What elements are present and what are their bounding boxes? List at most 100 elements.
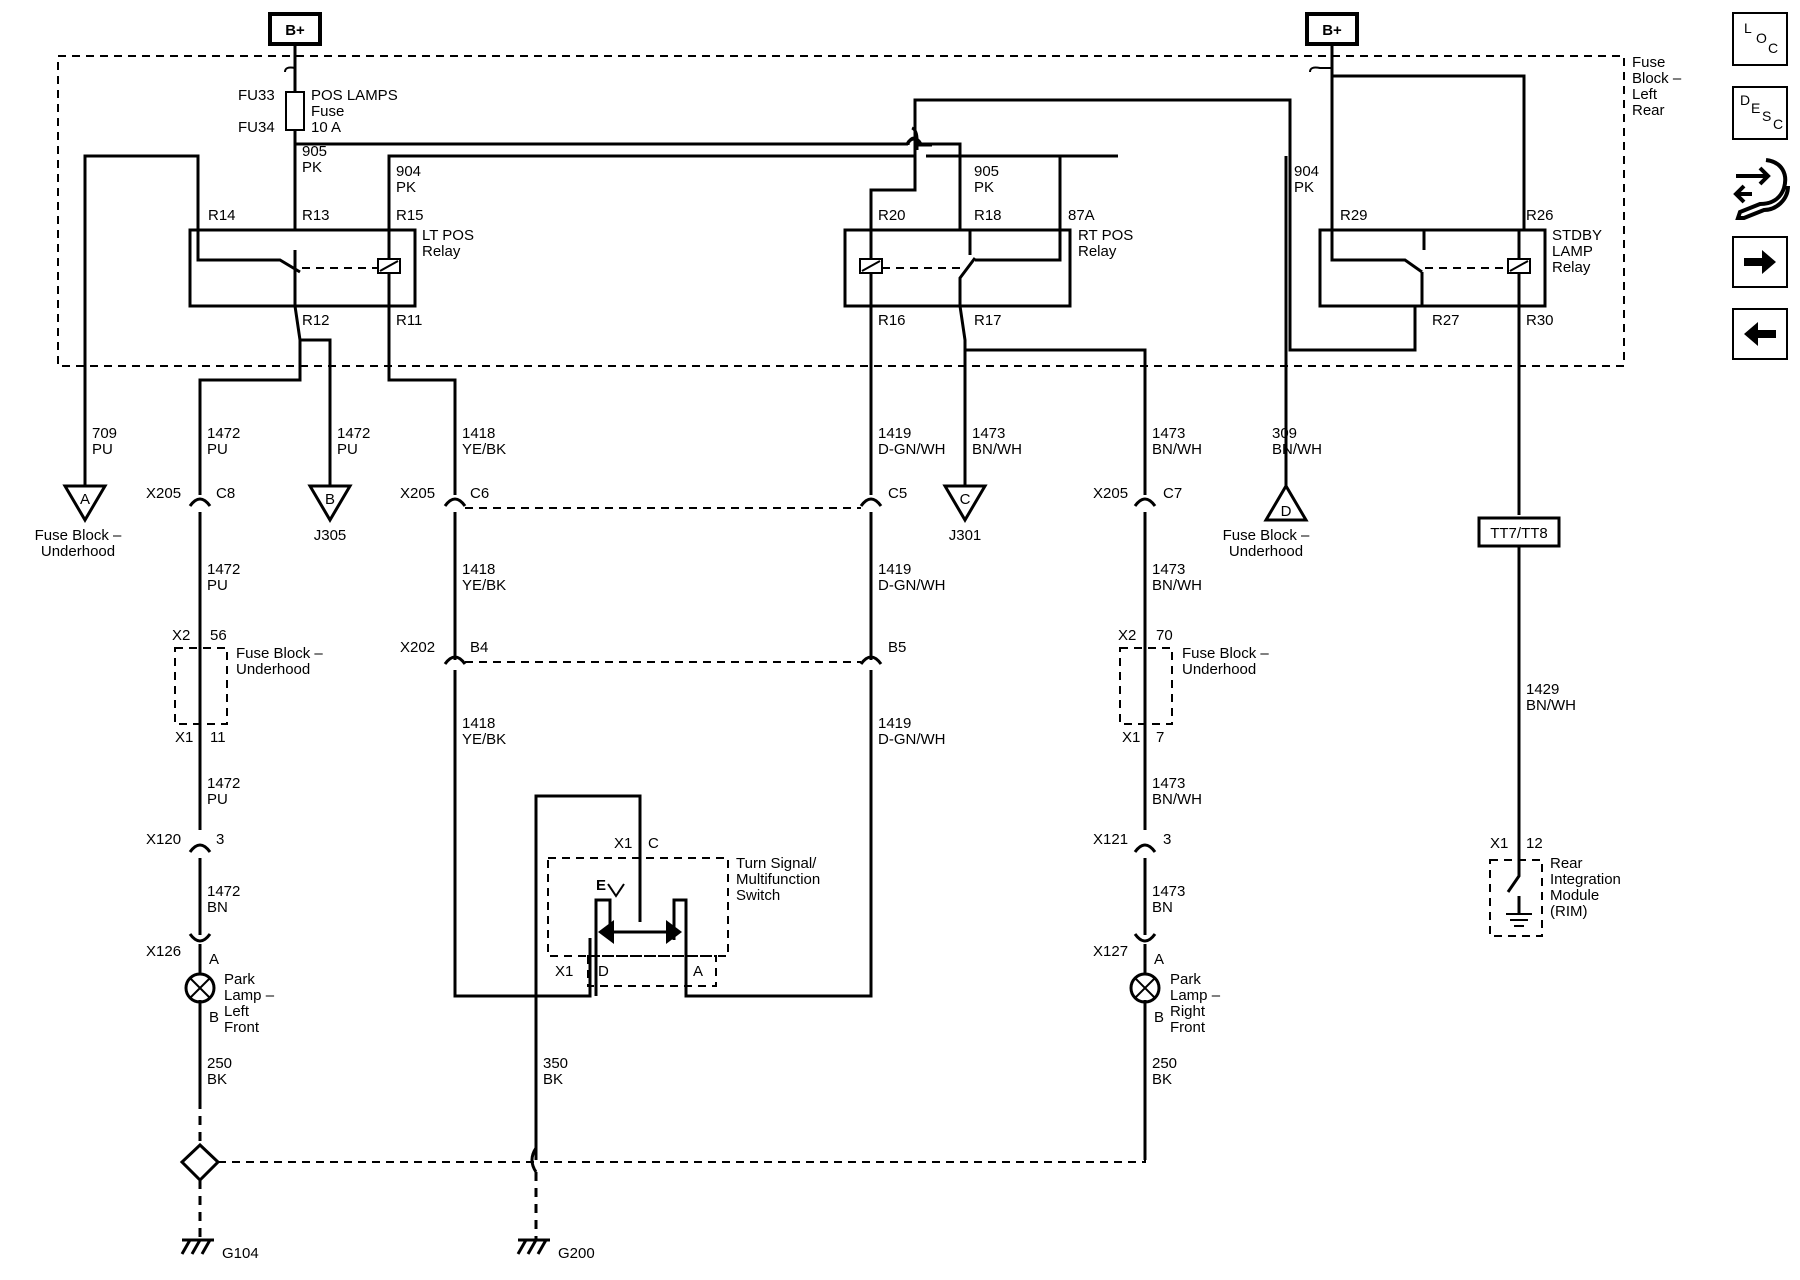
svg-text:905: 905 bbox=[974, 163, 999, 180]
svg-text:C: C bbox=[960, 491, 971, 508]
svg-text:1472: 1472 bbox=[207, 561, 240, 578]
svg-text:Right: Right bbox=[1170, 1003, 1206, 1020]
svg-text:C7: C7 bbox=[1163, 485, 1182, 502]
offpage-connector-b: B J305 bbox=[307, 484, 353, 544]
svg-text:PU: PU bbox=[207, 577, 228, 594]
svg-text:BN/WH: BN/WH bbox=[1152, 791, 1202, 808]
svg-text:Left: Left bbox=[224, 1003, 250, 1020]
description-button[interactable]: D E S C bbox=[1732, 86, 1788, 140]
rt-pos-relay bbox=[843, 228, 1072, 308]
svg-text:C: C bbox=[648, 835, 659, 852]
svg-text:1472: 1472 bbox=[207, 775, 240, 792]
svg-text:1419: 1419 bbox=[878, 715, 911, 732]
rear-integration-module: X1 12 Rear Integration Module (RIM) bbox=[1489, 835, 1621, 937]
svg-text:B4: B4 bbox=[470, 639, 488, 656]
svg-text:BK: BK bbox=[543, 1071, 563, 1088]
fuse-block-rear-label: Fuse Block – Left Rear bbox=[1632, 54, 1682, 119]
connector-x121: X121 3 bbox=[1093, 831, 1171, 875]
turn-signal-multifunction-switch: E X1 C X1 D A Turn Signal/ Multifunction… bbox=[534, 794, 820, 1000]
svg-text:Fuse Block –: Fuse Block – bbox=[236, 645, 323, 662]
svg-text:Relay: Relay bbox=[1552, 259, 1591, 276]
fuse-id-fu33: FU33 bbox=[238, 87, 275, 104]
ground-g104: G104 bbox=[180, 1238, 259, 1262]
svg-text:B: B bbox=[1154, 1009, 1164, 1026]
svg-text:X126: X126 bbox=[146, 943, 181, 960]
svg-text:E: E bbox=[596, 877, 606, 894]
svg-text:Underhood: Underhood bbox=[41, 543, 115, 560]
svg-text:D: D bbox=[598, 963, 609, 980]
svg-text:1419: 1419 bbox=[878, 561, 911, 578]
svg-text:Underhood: Underhood bbox=[236, 661, 310, 678]
pin-r27: R27 bbox=[1432, 312, 1460, 329]
pin-r26: R26 bbox=[1526, 207, 1554, 224]
svg-text:PU: PU bbox=[337, 441, 358, 458]
svg-text:250: 250 bbox=[207, 1055, 232, 1072]
offpage-connector-d: D Fuse Block – Underhood bbox=[1223, 483, 1310, 560]
svg-text:STDBY: STDBY bbox=[1552, 227, 1602, 244]
svg-text:YE/BK: YE/BK bbox=[462, 731, 506, 748]
svg-text:250: 250 bbox=[1152, 1055, 1177, 1072]
connector-x202-row: X202 B4 B5 bbox=[400, 639, 906, 686]
svg-text:350: 350 bbox=[543, 1055, 568, 1072]
svg-text:1418: 1418 bbox=[462, 715, 495, 732]
svg-text:BN: BN bbox=[1152, 899, 1173, 916]
svg-text:POS LAMPS: POS LAMPS bbox=[311, 87, 398, 104]
svg-text:D: D bbox=[1281, 503, 1292, 520]
svg-text:1473: 1473 bbox=[972, 425, 1005, 442]
svg-text:PK: PK bbox=[1294, 179, 1314, 196]
tt7-tt8-splice: TT7/TT8 bbox=[1477, 516, 1561, 548]
svg-text:PU: PU bbox=[92, 441, 113, 458]
nav-panel: L O C D E S C bbox=[1730, 10, 1794, 380]
svg-text:X205: X205 bbox=[1093, 485, 1128, 502]
pin-87a: 87A bbox=[1068, 207, 1095, 224]
arrow-right-icon bbox=[1744, 250, 1776, 274]
location-button[interactable]: L O C bbox=[1732, 12, 1788, 66]
svg-text:X121: X121 bbox=[1093, 831, 1128, 848]
svg-text:B+: B+ bbox=[285, 22, 305, 39]
svg-text:PK: PK bbox=[974, 179, 994, 196]
battery-supply-left: B+ bbox=[268, 12, 322, 46]
svg-text:12: 12 bbox=[1526, 835, 1543, 852]
offpage-connector-a: A Fuse Block – Underhood bbox=[35, 484, 122, 560]
connector-x205-row: X205 C8 X205 C6 C5 X205 C7 bbox=[146, 485, 1182, 528]
svg-text:D-GN/WH: D-GN/WH bbox=[878, 731, 946, 748]
svg-text:D-GN/WH: D-GN/WH bbox=[878, 577, 946, 594]
svg-text:904: 904 bbox=[1294, 163, 1319, 180]
svg-text:B5: B5 bbox=[888, 639, 906, 656]
svg-text:BK: BK bbox=[1152, 1071, 1172, 1088]
next-page-button[interactable] bbox=[1732, 236, 1788, 288]
svg-text:X205: X205 bbox=[146, 485, 181, 502]
svg-text:J305: J305 bbox=[314, 527, 347, 544]
svg-text:D-GN/WH: D-GN/WH bbox=[878, 441, 946, 458]
svg-text:Fuse Block –: Fuse Block – bbox=[1223, 527, 1310, 544]
offpage-connector-c: C J301 bbox=[942, 484, 988, 544]
svg-text:1473: 1473 bbox=[1152, 425, 1185, 442]
previous-page-button[interactable] bbox=[1732, 308, 1788, 360]
svg-text:PU: PU bbox=[207, 791, 228, 808]
svg-text:B: B bbox=[209, 1009, 219, 1026]
svg-text:X2: X2 bbox=[1118, 627, 1136, 644]
svg-text:1472: 1472 bbox=[337, 425, 370, 442]
svg-text:Fuse: Fuse bbox=[1632, 54, 1665, 71]
svg-text:Left: Left bbox=[1632, 86, 1658, 103]
svg-text:PK: PK bbox=[302, 159, 322, 176]
svg-text:709: 709 bbox=[92, 425, 117, 442]
svg-text:Park: Park bbox=[1170, 971, 1201, 988]
connector-view-icon[interactable] bbox=[1730, 156, 1790, 226]
svg-text:7: 7 bbox=[1156, 729, 1164, 746]
svg-text:Fuse Block –: Fuse Block – bbox=[35, 527, 122, 544]
svg-text:Turn Signal/: Turn Signal/ bbox=[736, 855, 817, 872]
battery-supply-right: B+ bbox=[1305, 12, 1359, 46]
fuse-label: POS LAMPS Fuse 10 A bbox=[311, 87, 398, 136]
svg-text:Block –: Block – bbox=[1632, 70, 1682, 87]
pin-r18: R18 bbox=[974, 207, 1002, 224]
fuse-block-underhood-right: X2 70 X1 7 Fuse Block – Underhood bbox=[1118, 627, 1269, 746]
svg-text:YE/BK: YE/BK bbox=[462, 441, 506, 458]
svg-text:3: 3 bbox=[216, 831, 224, 848]
svg-text:Front: Front bbox=[224, 1019, 260, 1036]
svg-text:C6: C6 bbox=[470, 485, 489, 502]
pin-r13: R13 bbox=[302, 207, 330, 224]
arrow-left-icon bbox=[1744, 322, 1776, 346]
svg-text:309: 309 bbox=[1272, 425, 1297, 442]
